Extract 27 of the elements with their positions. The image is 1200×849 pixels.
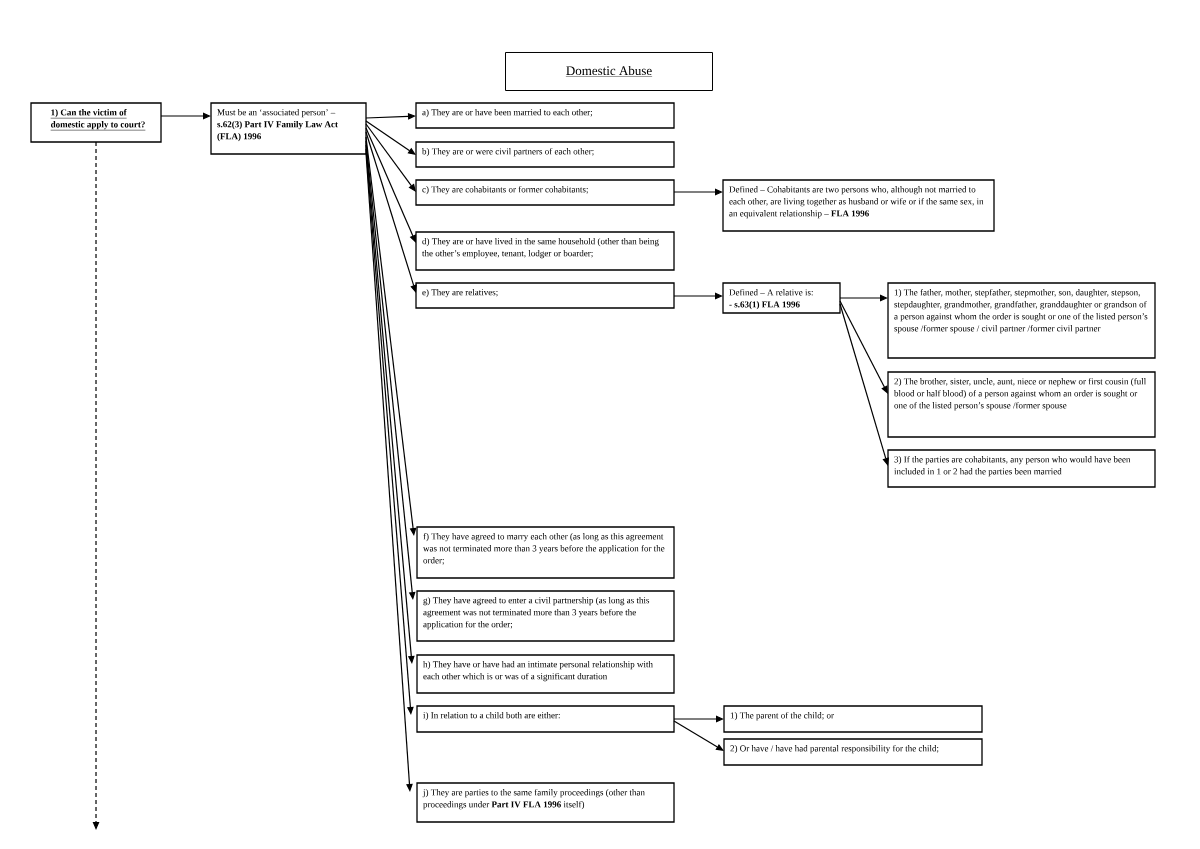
- category-box: d) They are or have lived in the same household (other than being the other’s employee, tenant, lodger or boarder;: [415, 231, 675, 271]
- arrow: [839, 303, 889, 466]
- category-box: i) In relation to a child both are either:: [416, 705, 675, 733]
- definition-box: Defined – Cohabitants are two persons who, although not married to each other, are living together as husband or wife or if the same sex, in an equivalent relationship – FLA 1996: [722, 179, 995, 232]
- arrow: [365, 123, 416, 192]
- detail-box: 3) If the parties are cohabitants, any person who would have been included in 1 or 2 had the parties been married: [887, 449, 1156, 488]
- category-box: f) They have agreed to marry each other (as long as this agreement was not terminated more than 3 years before the application for the order;: [416, 526, 675, 579]
- detail-box: 2) Or have / have had parental responsibility for the child;: [723, 738, 983, 766]
- category-box: h) They have or have had an intimate personal relationship with each other which is or was of a significant duration: [416, 654, 675, 694]
- category-box: c) They are cohabitants or former cohabitants;: [415, 179, 675, 206]
- category-box: e) They are relatives;: [415, 282, 675, 309]
- question-box: 1) Can the victim of domestic apply to court?: [30, 102, 162, 143]
- category-box: a) They are or have been married to each other;: [415, 102, 675, 129]
- detail-box: 2) The brother, sister, uncle, aunt, niece or nephew or first cousin (full blood or half blood) of a person against whom an order is sought or one of the listed person’s spouse /former spouse: [887, 371, 1156, 438]
- definition-box: Defined – A relative is: - s.63(1) FLA 1996: [722, 282, 841, 314]
- requirement-box: Must be an ‘associated person’ – s.62(3) Part IV Family Law Act (FLA) 1996: [210, 102, 367, 155]
- arrow: [365, 120, 416, 155]
- arrow: [365, 131, 417, 293]
- category-box: j) They are parties to the same family proceedings (other than proceedings under Part IV FLA 1996 itself): [416, 782, 675, 823]
- title-box: Domestic Abuse: [505, 52, 713, 91]
- arrow: [365, 127, 416, 243]
- category-box: b) They are or were civil partners of each other;: [415, 141, 675, 168]
- category-box: g) They have agreed to enter a civil partnership (as long as this agreement was not terminated more than 3 years before the application for the order;: [416, 590, 675, 642]
- detail-box: 1) The parent of the child; or: [723, 705, 983, 733]
- arrow: [839, 300, 888, 394]
- arrow: [673, 720, 724, 751]
- detail-box: 1) The father, mother, stepfather, stepmother, son, daughter, stepson, stepdaughter, grandmother, grandfather, granddaughter or grandson of a person against whom the order is sought or one of the listed person’s spouse /former spouse / civil partner /former civil partner: [887, 282, 1156, 359]
